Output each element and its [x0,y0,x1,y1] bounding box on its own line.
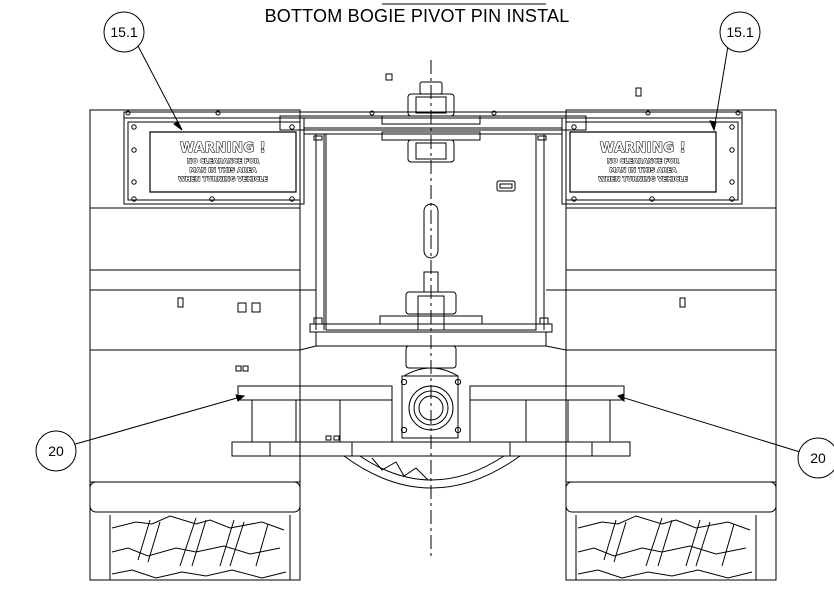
warning-line-3-right: WHEN TURNING VEHICLE [598,175,688,183]
arrow-20-left [236,395,244,401]
callout-label-15-1-left: 15.1 [110,24,137,40]
leader-15-1-left [138,46,182,130]
right-tire-tread [576,515,756,580]
warning-line-1-right: NO CLEARANCE FOR [607,157,679,165]
warning-line-2-right: MAN IN THIS AREA [610,166,677,174]
callout-label-15-1-right: 15.1 [726,24,753,40]
arrow-15-1-left [174,122,182,130]
callout-bubble-20-right [798,438,834,478]
drawing-title-text: BOTTOM BOGIE PIVOT PIN INSTAL [264,6,570,26]
leader-15-1-right [714,46,728,130]
leader-20-left [72,396,244,445]
warning-placard-left: WARNING ! NO CLEARANCE FOR MAN IN THIS A… [150,132,296,192]
warning-placard-right: WARNING ! NO CLEARANCE FOR MAN IN THIS A… [570,132,716,192]
callout-bubble-15-1-right [720,12,760,52]
callout-bubble-20-left [36,431,76,471]
leader-20-right [618,396,800,452]
warning-line-1-left: NO CLEARANCE FOR [187,157,259,165]
left-tire-tread [110,515,290,580]
warning-title-right: WARNING ! [600,141,686,156]
warning-line-3-left: WHEN TURNING VEHICLE [178,175,268,183]
callout-bubble-15-1-left [104,12,144,52]
callout-label-20-left: 20 [48,443,64,459]
rear-wheel [344,456,520,488]
arrow-20-right [618,394,624,401]
drawing-title: BOTTOM BOGIE PIVOT PIN INSTAL [0,6,834,27]
arrow-15-1-right [710,121,716,130]
warning-line-2-left: MAN IN THIS AREA [190,166,257,174]
callout-label-20-right: 20 [810,450,826,466]
warning-title-left: WARNING ! [180,141,266,156]
